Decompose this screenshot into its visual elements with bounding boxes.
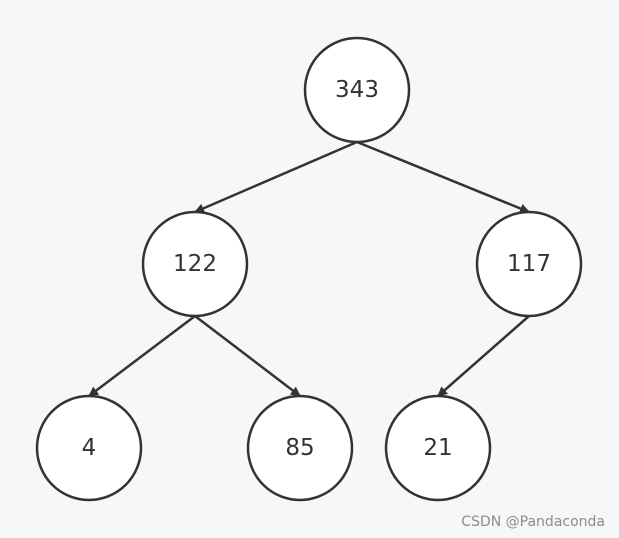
node-label: 117 <box>507 251 551 277</box>
nodes-layer: 343 122 117 4 85 21 <box>35 36 583 502</box>
node-circle <box>303 36 411 144</box>
node-label: 85 <box>285 435 314 461</box>
node-label: 4 <box>82 435 97 461</box>
node-circle <box>141 210 249 318</box>
edge-n122-n85 <box>194 315 301 397</box>
node-label: 343 <box>335 77 379 103</box>
edge-n117-n21 <box>437 315 530 397</box>
edge-n122-n4 <box>88 315 196 397</box>
edges-layer <box>88 140 530 397</box>
node-circle <box>35 394 143 502</box>
tree-node-21: 21 <box>384 394 492 502</box>
tree-node-117: 117 <box>475 210 583 318</box>
edge-n343-n117 <box>356 140 530 214</box>
node-label: 21 <box>423 435 452 461</box>
tree-node-4: 4 <box>35 394 143 502</box>
node-label: 122 <box>173 251 217 277</box>
tree-node-122: 122 <box>141 210 249 318</box>
node-circle <box>246 394 354 502</box>
edge-n343-n122 <box>194 140 358 214</box>
node-circle <box>384 394 492 502</box>
node-circle <box>475 210 583 318</box>
watermark: CSDN @Pandaconda <box>461 514 605 530</box>
tree-node-85: 85 <box>246 394 354 502</box>
tree-node-343: 343 <box>303 36 411 144</box>
